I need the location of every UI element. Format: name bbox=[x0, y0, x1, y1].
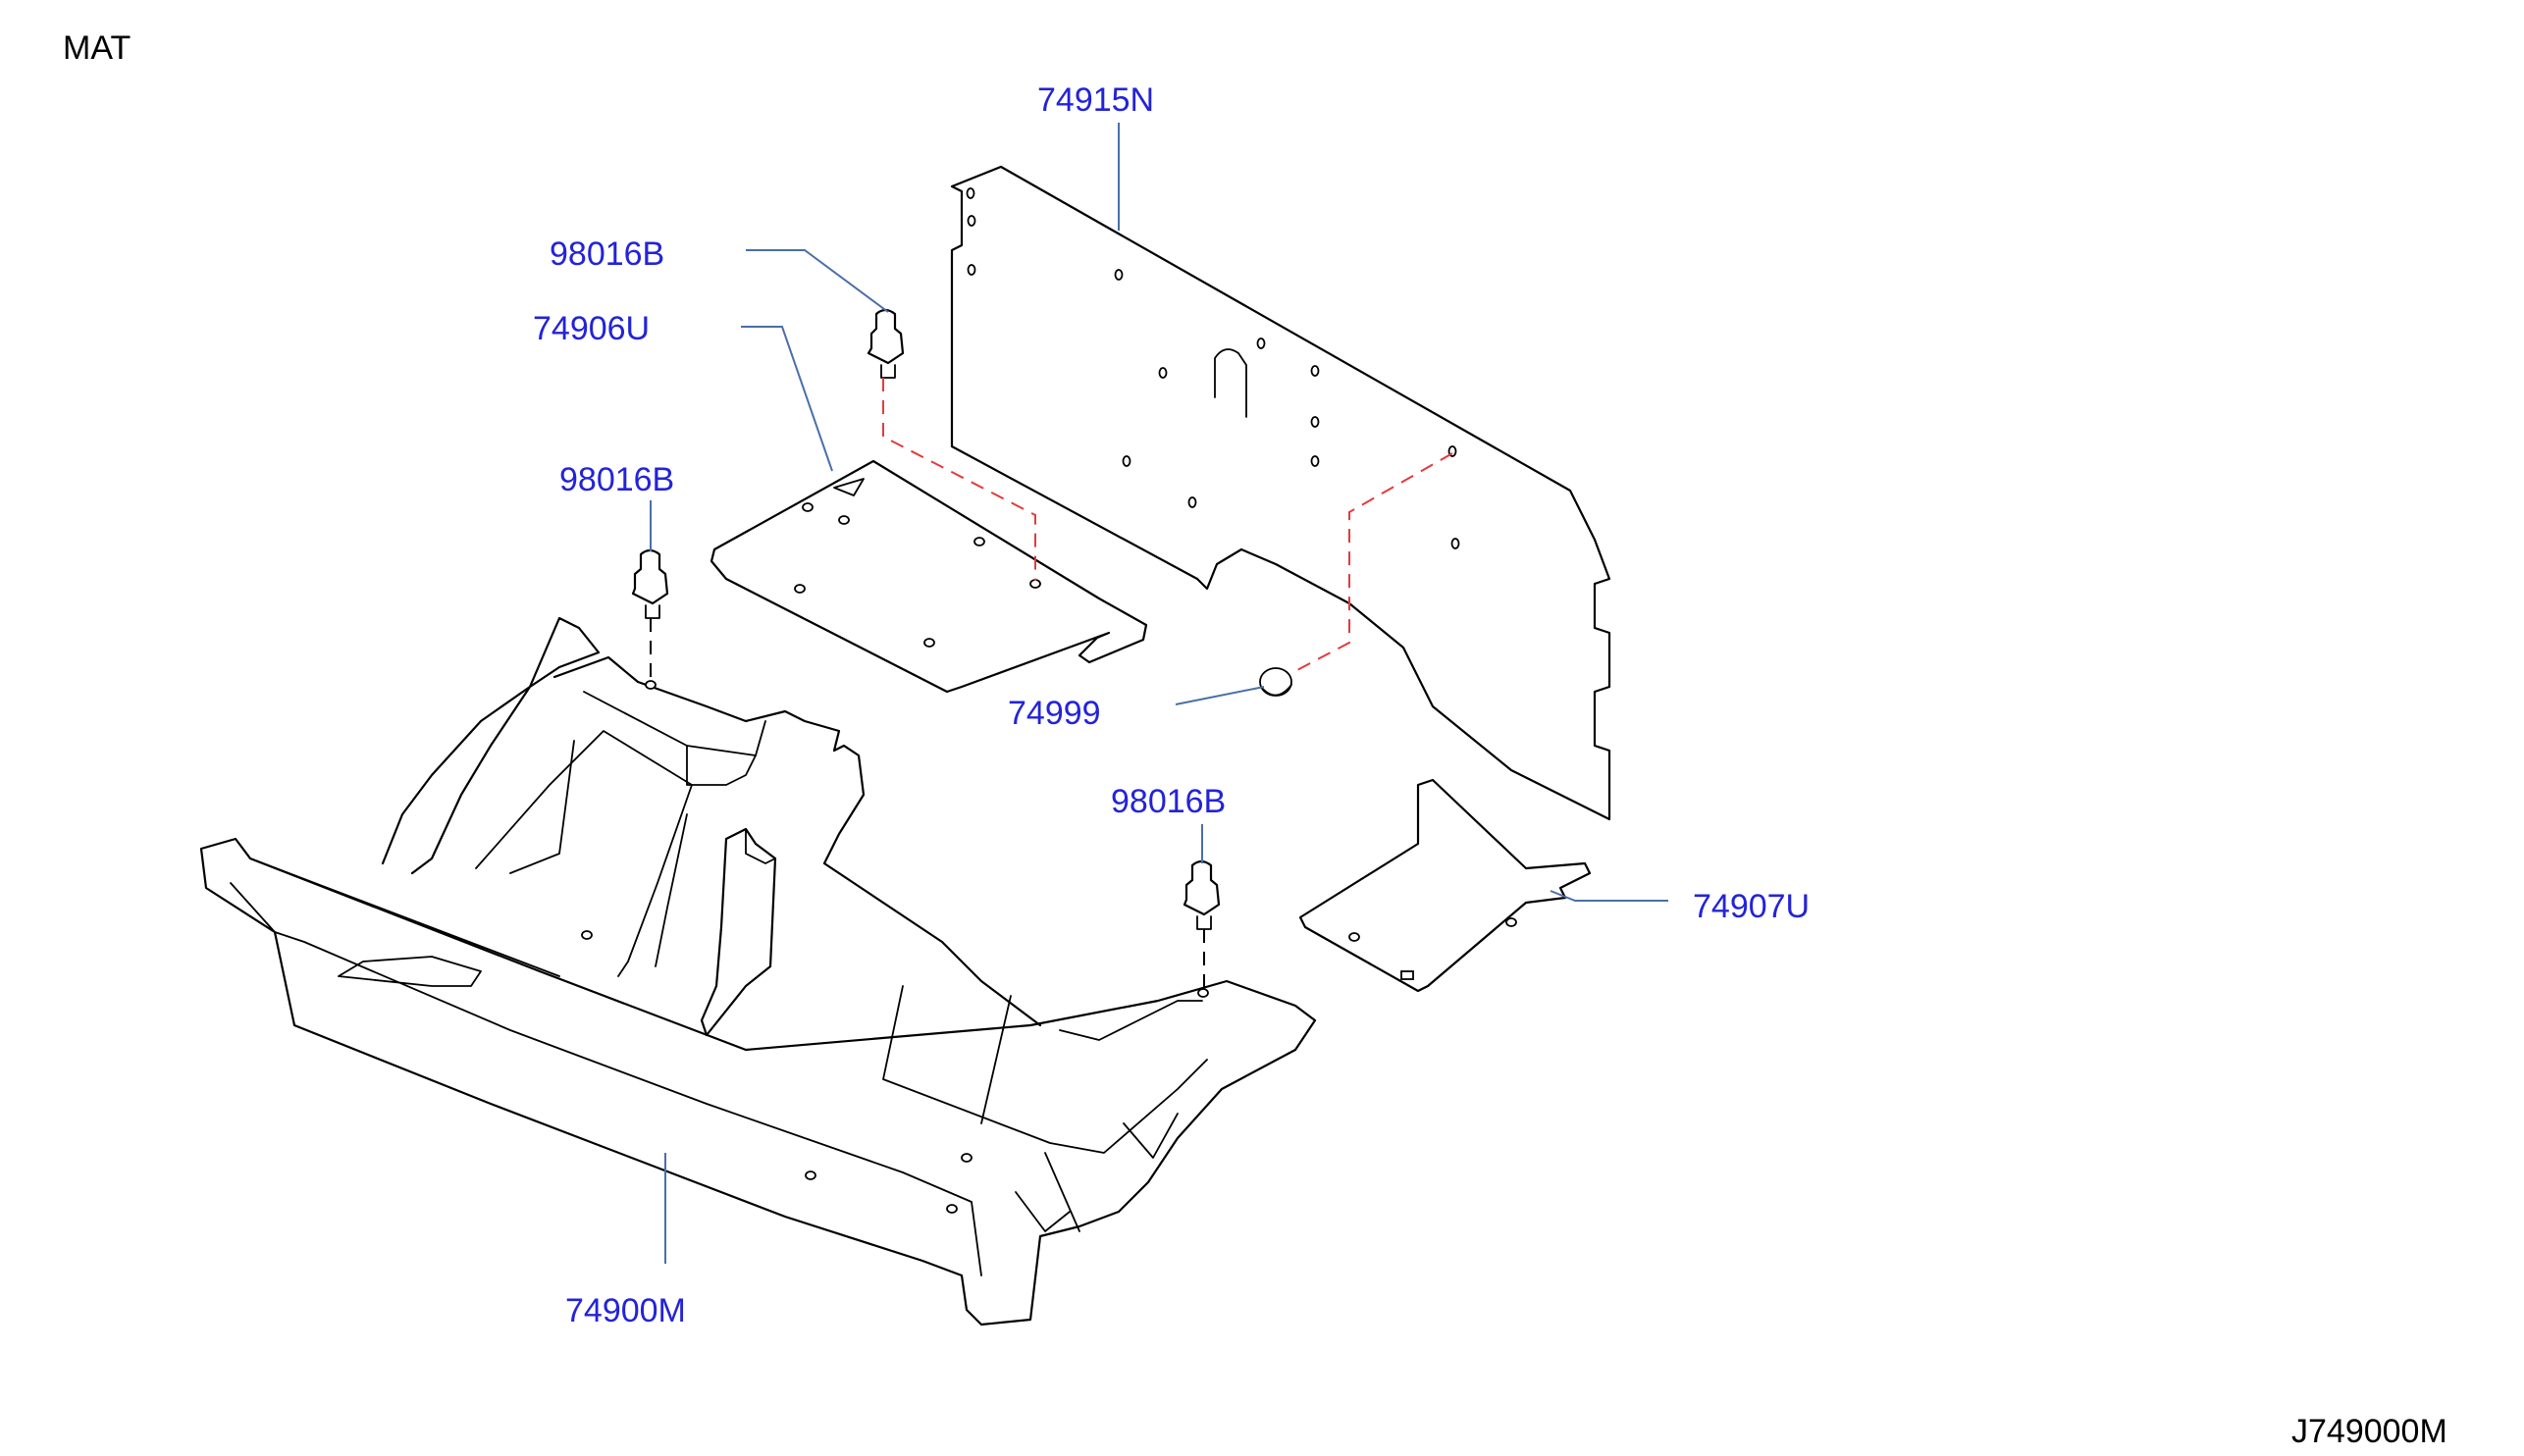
board-74906U bbox=[710, 459, 1148, 694]
clip-left-98016B bbox=[631, 548, 669, 619]
leader-clip-upper bbox=[746, 249, 889, 313]
diagram-title: MAT bbox=[63, 29, 131, 67]
callout-74900M: 74900M bbox=[565, 1292, 686, 1329]
leader-board bbox=[741, 326, 833, 472]
callout-98016B-upper: 98016B bbox=[550, 235, 664, 273]
clip-upper-98016B bbox=[867, 308, 905, 379]
clip-right-98016B bbox=[1183, 859, 1221, 930]
callout-74915N: 74915N bbox=[1037, 81, 1154, 119]
fitment-line-upper-clip bbox=[882, 378, 1036, 581]
callout-74907U: 74907U bbox=[1693, 888, 1810, 925]
callout-98016B-left: 98016B bbox=[559, 461, 674, 498]
callout-74999: 74999 bbox=[1008, 695, 1101, 732]
fitment-line-plug bbox=[1292, 452, 1453, 673]
plug-74999 bbox=[1259, 667, 1292, 697]
diagram-code: J749000M bbox=[2291, 1413, 2447, 1450]
leader-plug bbox=[1175, 686, 1265, 705]
side-mat-74907U bbox=[1298, 778, 1592, 993]
leader-side-mat bbox=[1550, 890, 1668, 902]
callout-74906U: 74906U bbox=[533, 310, 650, 347]
rear-panel-74915N bbox=[950, 165, 1611, 821]
floor-mat-74900M bbox=[199, 616, 1317, 1326]
callout-98016B-right: 98016B bbox=[1111, 783, 1226, 820]
